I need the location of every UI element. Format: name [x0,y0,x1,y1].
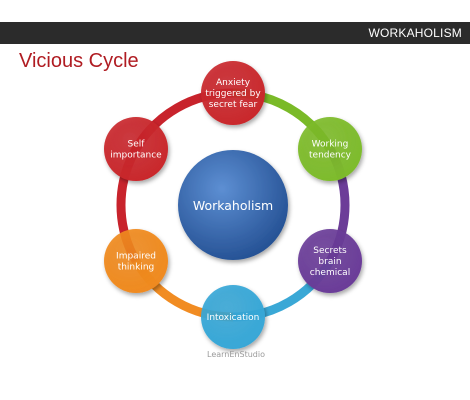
node-label-secrets-brain-chemical-0: Secrets [313,246,347,256]
center-circle [178,150,288,260]
node-label-impaired-thinking-0: Impaired [116,252,156,262]
center-node: Workaholism [178,150,288,260]
node-label-impaired-thinking-1: thinking [118,263,155,273]
node-label-secrets-brain-chemical-2: chemical [310,268,350,278]
node-intoxication: Intoxication [201,285,265,349]
node-label-anxiety-1: triggered by [205,89,261,99]
node-circle-intoxication [201,285,265,349]
slide-title: Vicious Cycle [19,50,139,72]
node-label-self-importance-1: importance [110,151,162,161]
node-label-secrets-brain-chemical-1: brain [318,257,341,267]
node-label-anxiety-0: Anxiety [216,78,251,88]
node-label-self-importance-0: Self [128,140,146,150]
node-label-working-tendency-0: Working [312,140,349,150]
node-label-intoxication-0: Intoxication [207,313,260,323]
node-circle-secrets-brain-chemical [298,229,362,293]
node-circle-working-tendency [298,117,362,181]
node-circle-anxiety [201,61,265,125]
header-bar: WORKAHOLISM [0,22,470,44]
node-label-anxiety-2: secret fear [209,100,258,110]
node-circle-impaired-thinking [104,229,168,293]
center-label: Workaholism [193,198,273,213]
node-label-working-tendency-1: tendency [309,151,352,161]
section-title: WORKAHOLISM [368,26,462,40]
node-circle-self-importance [104,117,168,181]
watermark-text: LearnEnStudio [207,350,265,359]
